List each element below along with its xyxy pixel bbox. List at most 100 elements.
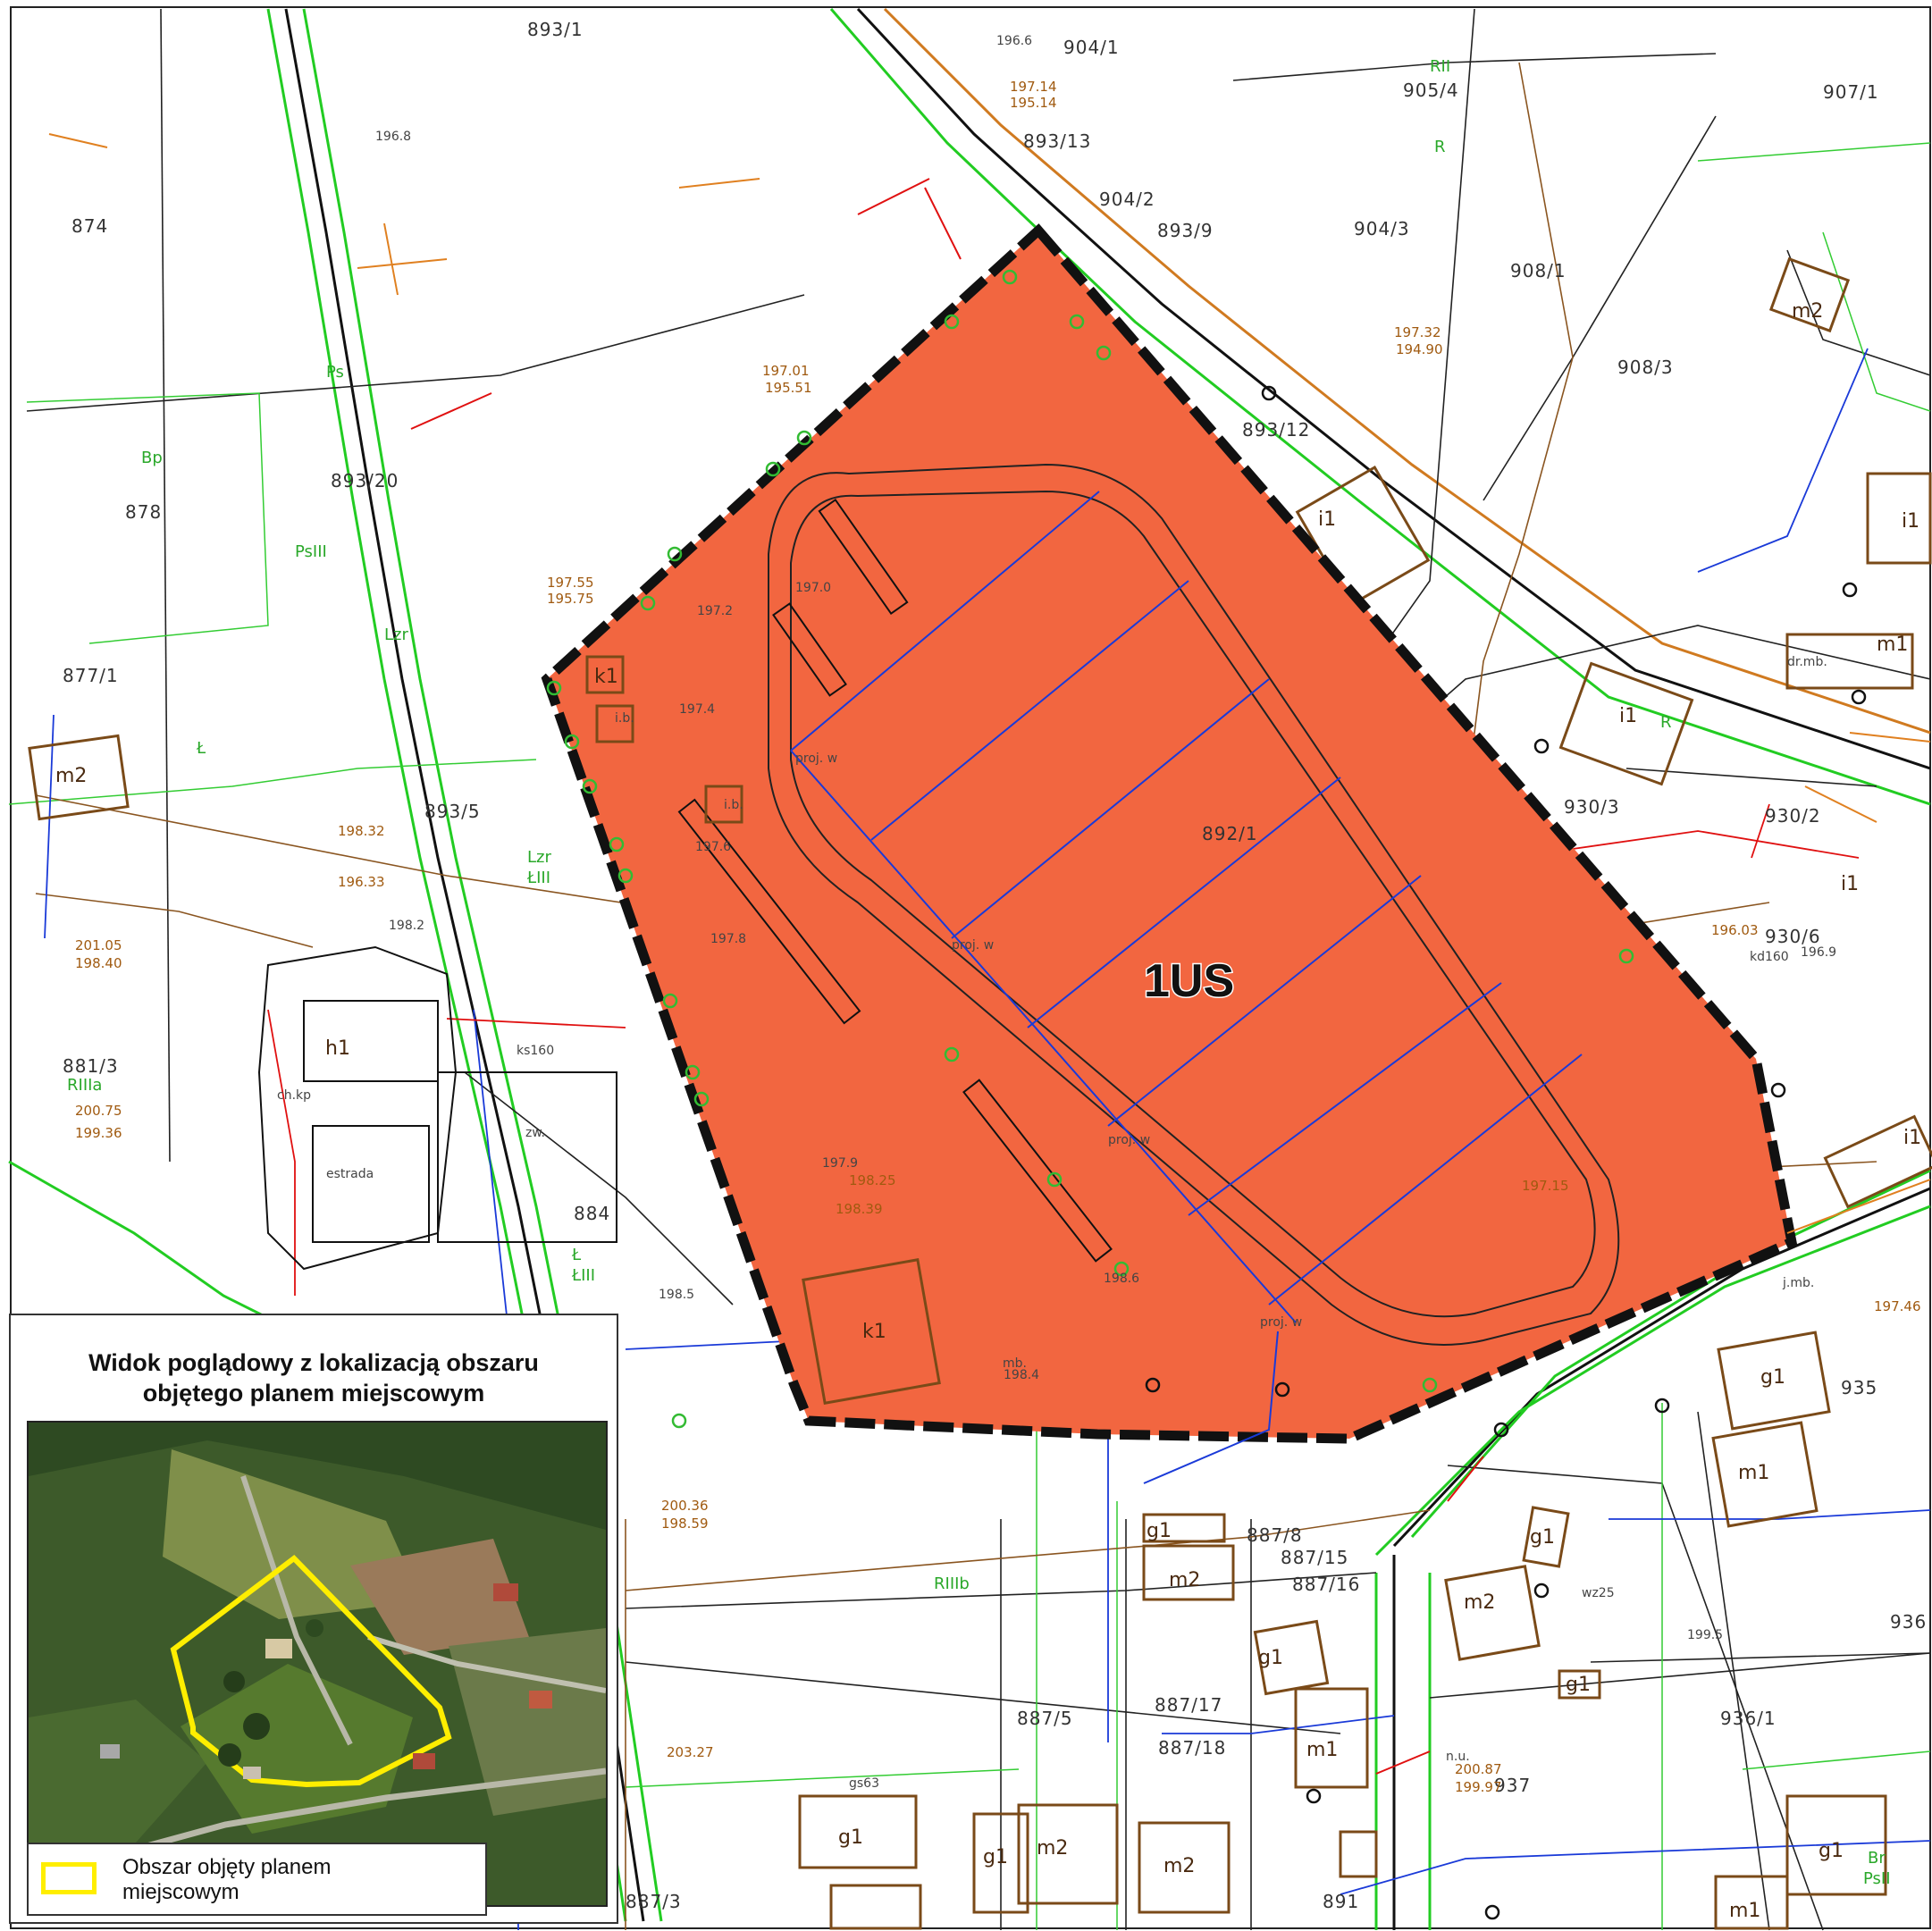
- zone-1us-label: 1US: [1144, 955, 1234, 1007]
- zone-buildings: [585, 655, 941, 1405]
- sports-track: [768, 463, 1620, 1346]
- svg-text:893/5: 893/5: [424, 801, 481, 822]
- red-arrows: [410, 178, 1484, 1775]
- svg-text:j.mb.: j.mb.: [1782, 1276, 1814, 1290]
- tribunes: [677, 498, 1113, 1263]
- svg-text:g1: g1: [1258, 1647, 1283, 1669]
- svg-text:RIIIa: RIIIa: [67, 1076, 102, 1095]
- svg-text:wz25: wz25: [1582, 1586, 1615, 1600]
- estrada-area: [257, 945, 617, 1271]
- svg-text:i1: i1: [1902, 510, 1919, 533]
- svg-text:ŁIII: ŁIII: [571, 1266, 595, 1285]
- svg-text:PsII: PsII: [1863, 1869, 1891, 1888]
- svg-text:203.27: 203.27: [667, 1744, 714, 1760]
- svg-text:m2: m2: [1163, 1855, 1195, 1877]
- svg-text:Ps: Ps: [326, 363, 344, 382]
- svg-text:904/2: 904/2: [1099, 189, 1155, 210]
- svg-text:Br: Br: [1868, 1849, 1886, 1868]
- aerial-photo: [27, 1421, 608, 1907]
- zone-1us-area[interactable]: [541, 223, 1798, 1444]
- map-frame: [10, 6, 1931, 1929]
- svg-text:893/12: 893/12: [1242, 419, 1310, 441]
- svg-text:198.4: 198.4: [1004, 1368, 1039, 1382]
- svg-text:Bp: Bp: [141, 449, 163, 467]
- svg-text:887/16: 887/16: [1292, 1574, 1360, 1595]
- svg-text:904/3: 904/3: [1354, 218, 1410, 239]
- svg-text:proj. w: proj. w: [1108, 1133, 1150, 1147]
- svg-text:877/1: 877/1: [63, 665, 119, 686]
- svg-text:887/5: 887/5: [1017, 1708, 1073, 1729]
- svg-text:n.u.: n.u.: [1446, 1750, 1470, 1764]
- svg-text:930/3: 930/3: [1564, 796, 1620, 818]
- aerial-plan-outline: [170, 1555, 452, 1788]
- svg-text:195.75: 195.75: [547, 591, 594, 607]
- svg-text:g1: g1: [1566, 1674, 1591, 1696]
- svg-text:874: 874: [71, 215, 108, 237]
- svg-text:197.15: 197.15: [1522, 1178, 1569, 1194]
- svg-text:proj. w: proj. w: [795, 751, 837, 766]
- svg-text:198.2: 198.2: [389, 919, 424, 933]
- svg-text:908/1: 908/1: [1510, 260, 1567, 281]
- svg-text:Lzr: Lzr: [384, 625, 408, 644]
- manholes: [1145, 385, 1867, 1920]
- svg-text:887/3: 887/3: [626, 1891, 682, 1912]
- svg-text:ks160: ks160: [517, 1044, 554, 1058]
- land-use-labels: RII R Ps Bp PsIII Lzr Ł Lzr ŁIII RIIIa Ł…: [67, 57, 1891, 1888]
- svg-text:Lzr: Lzr: [527, 848, 551, 867]
- svg-text:PsIII: PsIII: [295, 542, 327, 561]
- svg-text:R: R: [1434, 138, 1446, 156]
- svg-text:197.14: 197.14: [1010, 79, 1057, 95]
- svg-text:887/18: 887/18: [1158, 1737, 1226, 1759]
- svg-text:201.05: 201.05: [75, 937, 122, 953]
- svg-text:RII: RII: [1430, 57, 1450, 76]
- svg-text:kd160: kd160: [1750, 950, 1789, 964]
- svg-text:197.55: 197.55: [547, 575, 594, 591]
- utility-labels: proj. w proj. w proj. w proj. w ks160 kd…: [277, 655, 1827, 1791]
- svg-text:936: 936: [1890, 1611, 1927, 1633]
- svg-text:197.6: 197.6: [695, 840, 731, 854]
- svg-text:200.36: 200.36: [661, 1498, 709, 1514]
- svg-text:198.39: 198.39: [836, 1201, 883, 1217]
- svg-text:Ł: Ł: [571, 1246, 582, 1264]
- svg-text:878: 878: [125, 501, 162, 523]
- svg-text:197.8: 197.8: [710, 932, 746, 946]
- svg-text:197.01: 197.01: [762, 363, 810, 379]
- svg-text:199.97: 199.97: [1455, 1779, 1502, 1795]
- svg-text:dr.mb.: dr.mb.: [1787, 655, 1827, 669]
- inset-title-line-2: objętego planem miejscowym: [142, 1380, 485, 1406]
- svg-text:i1: i1: [1903, 1127, 1921, 1149]
- svg-text:200.75: 200.75: [75, 1103, 122, 1119]
- svg-text:200.87: 200.87: [1455, 1761, 1502, 1777]
- svg-text:m1: m1: [1306, 1739, 1338, 1761]
- svg-text:h1: h1: [325, 1037, 350, 1060]
- svg-text:zw.: zw.: [525, 1126, 545, 1140]
- svg-text:k1: k1: [862, 1321, 886, 1343]
- svg-text:i1: i1: [1318, 508, 1336, 531]
- legend: Obszar objęty planem miejscowym: [27, 1843, 487, 1916]
- svg-text:197.2: 197.2: [697, 604, 733, 618]
- svg-text:881/3: 881/3: [63, 1055, 119, 1077]
- svg-text:196.03: 196.03: [1711, 922, 1759, 938]
- inset-title: Widok poglądowy z lokalizacją obszaru ob…: [11, 1348, 617, 1408]
- svg-text:197.0: 197.0: [795, 581, 831, 595]
- svg-text:m2: m2: [1169, 1569, 1200, 1591]
- red-lines: [267, 803, 1860, 1296]
- svg-text:g1: g1: [983, 1846, 1008, 1868]
- svg-text:887/15: 887/15: [1281, 1547, 1348, 1568]
- inset-title-line-1: Widok poglądowy z lokalizacją obszaru: [88, 1349, 539, 1376]
- svg-text:892/1: 892/1: [1202, 823, 1258, 844]
- svg-text:m1: m1: [1729, 1900, 1760, 1922]
- svg-text:196.33: 196.33: [338, 874, 385, 890]
- svg-text:197.46: 197.46: [1874, 1298, 1921, 1314]
- svg-text:RIIIb: RIIIb: [934, 1574, 970, 1593]
- svg-text:905/4: 905/4: [1403, 80, 1459, 101]
- svg-text:g1: g1: [1760, 1366, 1785, 1389]
- svg-text:908/3: 908/3: [1617, 357, 1674, 378]
- svg-text:893/1: 893/1: [527, 19, 584, 40]
- svg-text:m1: m1: [1738, 1462, 1769, 1484]
- svg-text:195.51: 195.51: [765, 380, 812, 396]
- svg-text:887/17: 887/17: [1155, 1694, 1222, 1716]
- svg-text:m2: m2: [1792, 300, 1823, 323]
- svg-text:proj. w: proj. w: [952, 938, 994, 953]
